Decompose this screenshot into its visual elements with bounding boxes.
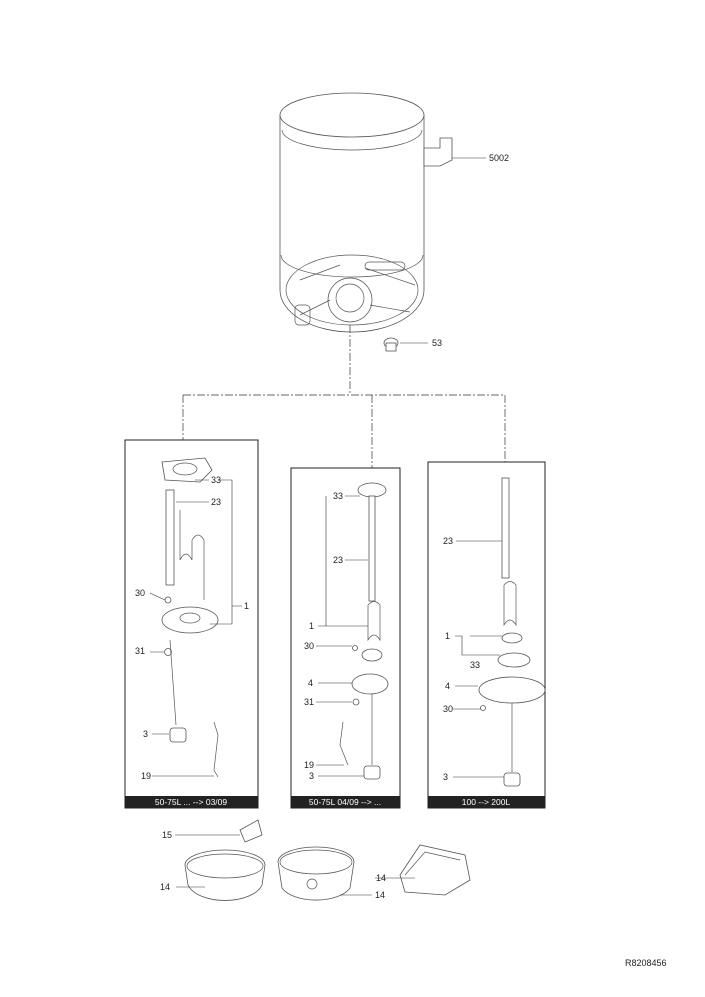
part-label-30: 30 <box>135 588 145 598</box>
part-label-4: 4 <box>445 681 450 691</box>
part-label-19: 19 <box>304 760 314 770</box>
part-label-30: 30 <box>304 641 314 651</box>
panel-footer: 100 --> 200L <box>462 797 511 807</box>
part-label-31: 31 <box>135 646 145 656</box>
part-label-23: 23 <box>333 555 343 565</box>
panel-footer: 50-75L 04/09 --> ... <box>309 797 381 807</box>
part-label-19: 19 <box>141 771 151 781</box>
part-label-23: 23 <box>211 497 221 507</box>
part-label-14: 14 <box>160 882 170 892</box>
part-label-31: 31 <box>304 697 314 707</box>
part-label-14: 14 <box>375 890 385 900</box>
part-label-53: 53 <box>432 338 442 348</box>
drain-plug-53 <box>383 337 399 352</box>
part-label-1: 1 <box>244 601 249 611</box>
panel-footer: 50-75L ... --> 03/09 <box>155 797 227 807</box>
part-label-23: 23 <box>443 536 453 546</box>
part-label-15: 15 <box>162 830 172 840</box>
bottom-covers: 15 14 14 14 <box>160 819 471 901</box>
part-label-14: 14 <box>376 873 386 883</box>
part-label-4: 4 <box>308 678 313 688</box>
part-label-1: 1 <box>309 621 314 631</box>
reference-number: R8208456 <box>625 958 667 968</box>
panel-100-200l: 100 --> 200L 23 1 33 4 30 3 <box>427 461 546 809</box>
part-label-1: 1 <box>445 631 450 641</box>
part-label-3: 3 <box>443 772 448 782</box>
part-label-5002: 5002 <box>489 153 509 163</box>
wall-bracket-5002 <box>423 137 453 167</box>
part-label-3: 3 <box>143 729 148 739</box>
part-label-30: 30 <box>443 704 453 714</box>
part-label-33: 33 <box>333 491 343 501</box>
part-label-33: 33 <box>470 660 480 670</box>
panel-50-75l-from-04-09: 50-75L 04/09 --> ... 33 23 1 30 4 31 19 … <box>290 467 401 809</box>
panel-50-75l-to-03-09: 50-75L ... --> 03/09 33 23 1 30 31 3 19 <box>124 439 259 809</box>
water-heater-tank <box>279 92 425 333</box>
part-label-3: 3 <box>309 771 314 781</box>
part-label-33: 33 <box>211 475 221 485</box>
